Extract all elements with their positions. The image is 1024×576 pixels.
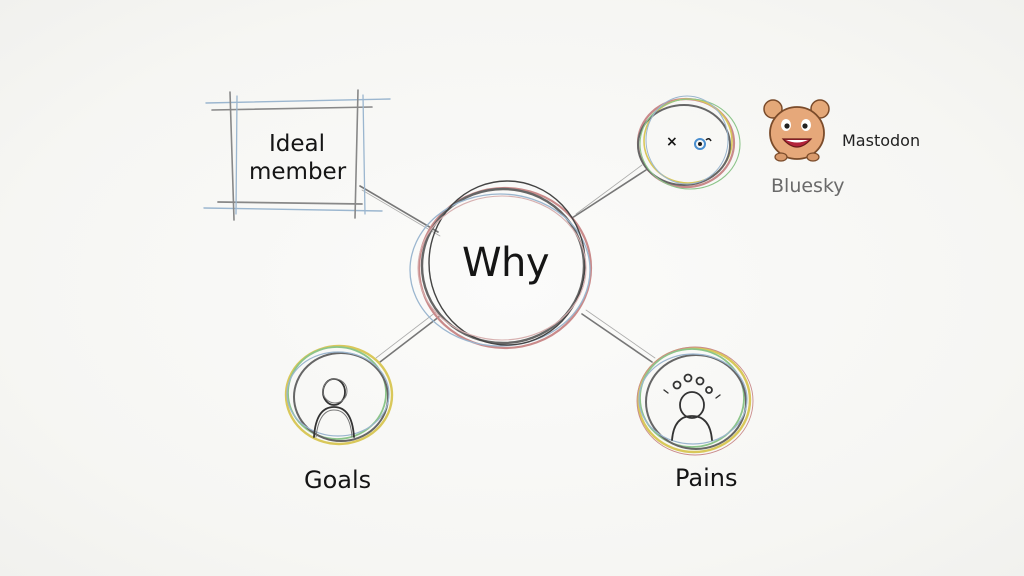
ideal-member-box — [203, 89, 391, 221]
x-logo-icon: × — [666, 134, 678, 150]
ideal-member-text: Ideal member — [249, 131, 347, 185]
stressed-person-icon — [663, 373, 721, 441]
goals-circle — [284, 344, 394, 446]
social-circle — [636, 95, 741, 190]
why-label: Why — [462, 240, 550, 286]
connector-ideal-why-2 — [361, 189, 441, 237]
connector-goals-why — [379, 315, 441, 363]
goals-label: Goals — [304, 466, 372, 494]
why-circle — [409, 180, 593, 350]
connector-social-why — [571, 169, 647, 219]
mastodon-label: Mastodon — [842, 131, 921, 150]
connector-pains-why-2 — [585, 309, 656, 359]
person-icon — [313, 378, 355, 438]
bluesky-mini-icon — [694, 137, 712, 150]
mastodon-mascot-icon — [763, 99, 830, 162]
bluesky-label: Bluesky — [771, 175, 845, 197]
connector-pains-why — [581, 313, 653, 363]
connector-ideal-why — [359, 185, 439, 233]
pains-circle — [636, 346, 754, 456]
connector-lines — [359, 164, 656, 363]
connector-goals-why-2 — [375, 311, 437, 359]
connector-social-why-2 — [575, 164, 643, 215]
ideal-member-label: Ideal member — [249, 130, 347, 186]
pains-label: Pains — [675, 464, 738, 492]
